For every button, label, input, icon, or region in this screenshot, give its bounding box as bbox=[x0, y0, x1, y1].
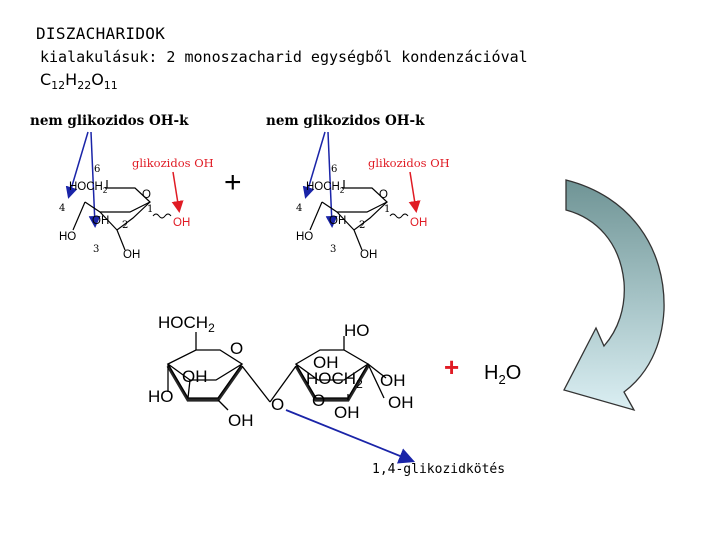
right-nonglycosidic-label: nem glikozidos OH-k bbox=[266, 113, 425, 129]
plus-sign-reactants: + bbox=[224, 166, 242, 199]
blue-arrow-left-2 bbox=[88, 131, 101, 228]
left-ho: HO bbox=[59, 231, 76, 243]
left-inner-oh: OH bbox=[92, 215, 109, 227]
left-monomer-structure: 6 HOCH2 4 O OH 2 1 OH HO 3 OH bbox=[59, 131, 190, 261]
right-c1-number: 1 bbox=[384, 204, 390, 215]
product-right-ring-o: O bbox=[312, 391, 325, 410]
formula-h-sub: 22 bbox=[77, 79, 92, 93]
left-ring-o: O bbox=[142, 189, 151, 201]
water-h: H bbox=[484, 362, 499, 384]
left-glycosidic-label: glikozidos OH bbox=[132, 156, 214, 170]
right-c3-number: 3 bbox=[330, 244, 336, 255]
formula-o: O bbox=[91, 70, 104, 89]
left-c4-number: 4 bbox=[59, 203, 65, 214]
blue-arrow-right-1 bbox=[302, 131, 326, 199]
formula-c: C bbox=[40, 70, 52, 89]
water-sub: 2 bbox=[498, 372, 506, 387]
left-hoch2-label: HOCH2 bbox=[69, 181, 108, 195]
product-left-bottom-oh: OH bbox=[228, 411, 254, 430]
red-arrow-right bbox=[408, 171, 421, 213]
right-ho: HO bbox=[296, 231, 313, 243]
water-formula: H2O bbox=[484, 362, 521, 387]
blue-arrow-right-2 bbox=[325, 131, 338, 228]
left-ring-top-bonds bbox=[84, 187, 152, 213]
product-right-inner-oh: OH bbox=[313, 353, 339, 372]
left-c3-number: 3 bbox=[93, 244, 99, 255]
molecular-formula: C12H22O11 bbox=[40, 70, 118, 92]
glycosidic-bond-label: 1,4-glikozidkötés bbox=[372, 462, 506, 477]
red-arrow-left bbox=[171, 171, 184, 213]
product-left-ho: HO bbox=[148, 387, 174, 406]
product-bridge-o: O bbox=[271, 395, 284, 414]
right-monomer-structure: 6 HOCH2 4 O OH 2 1 OH HO 3 OH bbox=[296, 131, 427, 261]
left-c2-number: 2 bbox=[122, 220, 128, 231]
product-right-ho: HO bbox=[344, 321, 370, 340]
curved-arrow-shape bbox=[563, 179, 665, 412]
right-glycosidic-label: glikozidos OH bbox=[368, 156, 450, 170]
bond-pointer-arrow bbox=[285, 409, 416, 464]
page-title: DISZACHARIDOK bbox=[36, 24, 166, 43]
product-left-hoch2: HOCH2 bbox=[158, 313, 215, 335]
right-ring-o: O bbox=[379, 189, 388, 201]
right-c6-number: 6 bbox=[331, 164, 337, 175]
product-left-ring-o: O bbox=[230, 339, 243, 358]
right-c2-number: 2 bbox=[359, 220, 365, 231]
product-left-oh: OH bbox=[182, 367, 208, 386]
right-glycosidic-oh: OH bbox=[410, 217, 427, 229]
left-glycosidic-oh: OH bbox=[173, 217, 190, 229]
subtitle: kialakulásuk: 2 monoszacharid egységből … bbox=[40, 48, 528, 66]
plus-sign-products: + bbox=[444, 352, 460, 382]
left-c6-number: 6 bbox=[94, 164, 100, 175]
right-c4-number: 4 bbox=[296, 203, 302, 214]
left-nonglycosidic-label: nem glikozidos OH-k bbox=[30, 113, 189, 129]
blue-arrow-left-1 bbox=[65, 131, 89, 199]
formula-c-sub: 12 bbox=[51, 79, 66, 93]
product-right-bottom-oh: OH bbox=[334, 403, 360, 422]
right-bottom-oh: OH bbox=[360, 249, 377, 261]
right-inner-oh: OH bbox=[329, 215, 346, 227]
disaccharide-structure: HOCH2 O OH HO OH O HO OH HOCH2 O OH OH O… bbox=[148, 313, 414, 430]
right-hoch2-label: HOCH2 bbox=[306, 181, 345, 195]
product-right-oh: OH bbox=[380, 371, 406, 390]
water-o: O bbox=[505, 362, 522, 384]
left-c1-number: 1 bbox=[147, 204, 153, 215]
formula-o-sub: 11 bbox=[103, 79, 118, 93]
product-right-oh-2: OH bbox=[388, 393, 414, 412]
left-ring-bottom-bonds bbox=[99, 201, 151, 231]
product-right-hoch2: HOCH2 bbox=[306, 369, 363, 391]
left-bottom-oh: OH bbox=[123, 249, 140, 261]
reaction-arrow bbox=[563, 179, 665, 412]
formula-h: H bbox=[65, 70, 78, 89]
